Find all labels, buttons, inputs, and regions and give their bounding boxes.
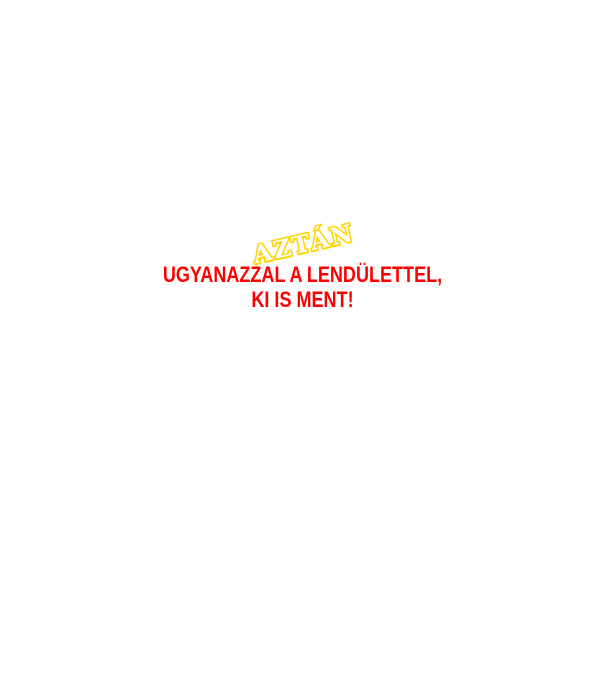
caption-block: AZTÁN UGYANAZZAL A LENDÜLETTEL, KI IS ME… (0, 216, 605, 312)
caption-heading: AZTÁN (248, 216, 358, 270)
caption-line-2: KI IS MENT! (251, 287, 354, 312)
caption-line-1: UGYANAZZAL A LENDÜLETTEL, (162, 262, 443, 287)
